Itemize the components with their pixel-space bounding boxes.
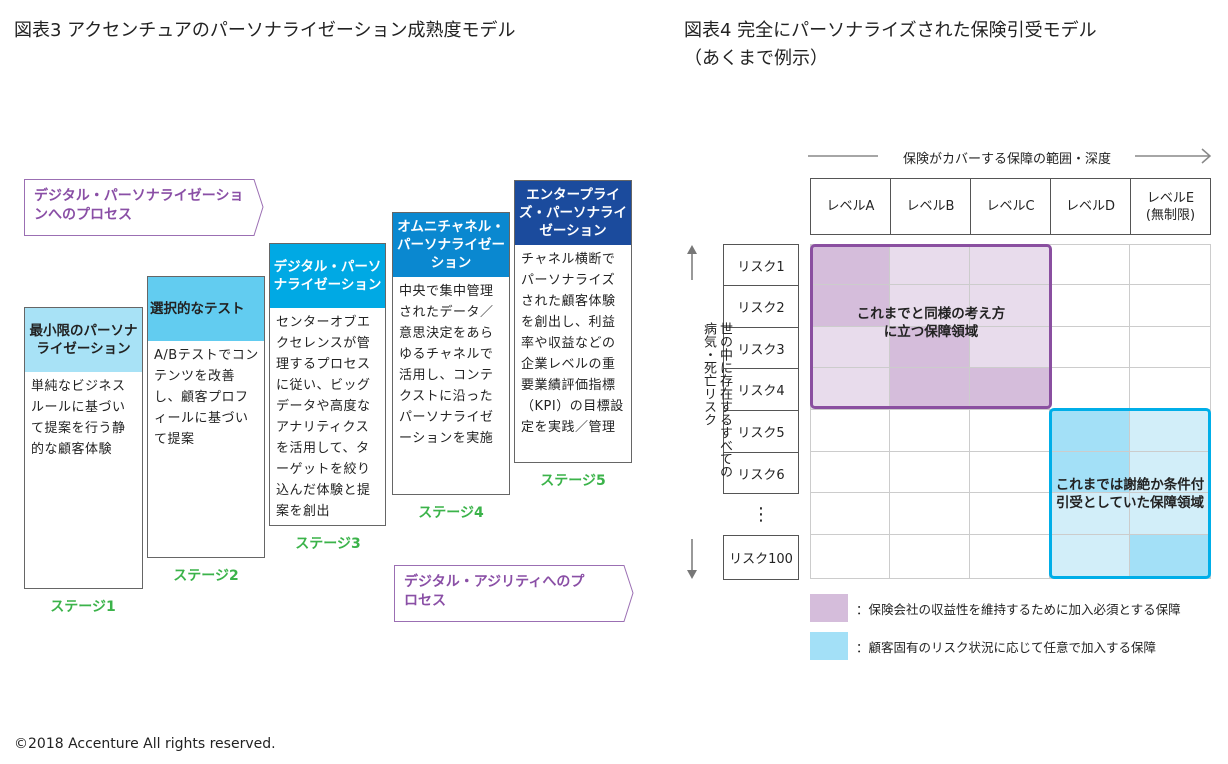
grid-cell: [890, 410, 970, 452]
level-d-header: レベルD: [1050, 178, 1131, 235]
y-axis-label-2: 病気・死亡リスク: [701, 322, 716, 426]
level-b-header: レベルB: [890, 178, 971, 235]
risk-label: ⋮: [752, 504, 770, 525]
figure4-subtitle: （あくまで例示）: [684, 48, 828, 69]
stage5-box: エンタープライズ・パーソナライゼーション チャネル横断でパーソナライズされた顧客…: [514, 180, 632, 463]
grid-cell: [1050, 327, 1130, 368]
grid-cell: [1130, 493, 1211, 535]
grid-cell: [810, 368, 890, 410]
grid-cell: [1050, 410, 1130, 452]
level-a-header: レベルA: [810, 178, 891, 235]
level-c-header: レベルC: [970, 178, 1051, 235]
x-axis-label: 保険がカバーする保障の範囲・深度: [902, 152, 1111, 167]
banner-digital-agility-process: デジタル・アジリティへのプロセス: [394, 565, 634, 622]
grid-cell: [970, 410, 1050, 452]
stage4-body: 中央で集中管理されたデータ／意思決定をあらゆるチャネルで活用し、コンテクストに沿…: [399, 284, 494, 446]
stage3-body: センターオブエクセレンスが管理するプロセスに従い、ビッグデータや高度なアナリティ…: [276, 315, 371, 519]
risk-label: リスク100: [723, 535, 799, 580]
stage3-header: デジタル・パーソナライゼーション: [270, 244, 385, 308]
grid-cell: [890, 452, 970, 493]
zone-previously-declined: これまでは謝絶か条件付引受としていた保障領域: [1049, 408, 1211, 579]
grid-cell: [970, 452, 1050, 493]
risk-label: リスク6: [723, 452, 799, 494]
grid-cell: [1130, 285, 1211, 327]
grid-cell: [810, 452, 890, 493]
stage3-box: デジタル・パーソナライゼーション センターオブエクセレンスが管理するプロセスに従…: [269, 243, 386, 526]
grid-cell: [1130, 535, 1211, 579]
legend-purple-swatch: [810, 594, 848, 622]
grid-cell: [1130, 327, 1211, 368]
zone-conventional: これまでと同様の考え方に立つ保障領域: [810, 244, 1052, 409]
figure3-title: 図表3 アクセンチュアのパーソナライゼーション成熟度モデル: [14, 20, 516, 41]
stage4-header: オムニチャネル・パーソナライゼーション: [393, 213, 509, 277]
stage5-body: チャネル横断でパーソナライズされた顧客体験を創出し、利益率や収益などの企業レベル…: [521, 252, 624, 435]
risk-label: リスク2: [723, 285, 799, 328]
risk-label: リスク4: [723, 368, 799, 411]
risk-label: リスク5: [723, 410, 799, 453]
grid-cell: [810, 535, 890, 579]
y-axis-label: 世の中に存在するすべての病気・死亡リスク: [700, 322, 732, 512]
stage1-label: ステージ1: [50, 599, 116, 615]
stage5-header: エンタープライズ・パーソナライゼーション: [515, 181, 631, 245]
copyright: ©2018 Accenture All rights reserved.: [14, 736, 276, 752]
grid-cell: [810, 493, 890, 535]
level-e-header: レベルE(無制限): [1130, 178, 1211, 235]
legend-purple: ：保険会社の収益性を維持するために加入必須とする保障: [810, 594, 1181, 622]
stage2-header: 選択的なテスト: [148, 277, 264, 341]
stage1-box: 最小限のパーソナライゼーション 単純なビジネスルールに基づいて提案を行う静的な顧…: [24, 307, 143, 589]
grid-cell: [890, 285, 970, 327]
grid-cell: [1130, 244, 1211, 285]
legend-blue-text: ：顧客固有のリスク状況に応じて任意で加入する保障: [856, 639, 1157, 655]
grid-cell: [810, 327, 890, 368]
grid-cell: [1130, 368, 1211, 410]
grid-cell: [1050, 452, 1130, 493]
grid-cell: [1050, 535, 1130, 579]
grid-cell: [890, 244, 970, 285]
grid-cell: [1050, 368, 1130, 410]
level-e-label: レベルE: [1146, 190, 1195, 206]
x-axis-arrow-icon: [808, 148, 1212, 164]
grid-cell: [810, 410, 890, 452]
stage2-body: A/Bテストでコンテンツを改善し、顧客プロフィールに基づいて提案: [154, 348, 259, 447]
stage2-label: ステージ2: [173, 568, 239, 584]
stage1-header: 最小限のパーソナライゼーション: [25, 308, 142, 372]
legend-purple-text: ：保険会社の収益性を維持するために加入必須とする保障: [856, 601, 1181, 617]
grid-cell: [970, 535, 1050, 579]
stage4-label: ステージ4: [418, 505, 484, 521]
grid-cell: [890, 535, 970, 579]
grid-cell: [810, 285, 890, 327]
grid-cell: [970, 285, 1050, 327]
y-axis-label-1: 世の中に存在するすべての: [717, 322, 732, 478]
banner-digital-personalization-process: デジタル・パーソナライゼーションへのプロセス: [24, 179, 264, 236]
grid-cell: [1050, 493, 1130, 535]
stage5-label: ステージ5: [540, 473, 606, 489]
legend-blue-swatch: [810, 632, 848, 660]
level-e-note: (無制限): [1145, 207, 1196, 223]
stage2-box: 選択的なテスト A/Bテストでコンテンツを改善し、顧客プロフィールに基づいて提案: [147, 276, 265, 558]
figure4-title: 図表4 完全にパーソナライズされた保険引受モデル: [684, 20, 1097, 41]
grid-cell: [890, 368, 970, 410]
stage1-body: 単純なビジネスルールに基づいて提案を行う静的な顧客体験: [31, 379, 126, 457]
stage3-label: ステージ3: [295, 536, 361, 552]
y-axis-arrow-icon: [687, 245, 697, 579]
grid-cell: [890, 493, 970, 535]
risk-label: リスク1: [723, 244, 799, 286]
grid-cell: [970, 493, 1050, 535]
stage4-box: オムニチャネル・パーソナライゼーション 中央で集中管理されたデータ／意思決定をあ…: [392, 212, 510, 495]
grid-cell: [1050, 285, 1130, 327]
grid-cell: [1050, 244, 1130, 285]
risk-label: リスク3: [723, 327, 799, 369]
legend-blue: ：顧客固有のリスク状況に応じて任意で加入する保障: [810, 632, 1156, 660]
grid-cell: [1130, 452, 1211, 493]
grid-cell: [890, 327, 970, 368]
